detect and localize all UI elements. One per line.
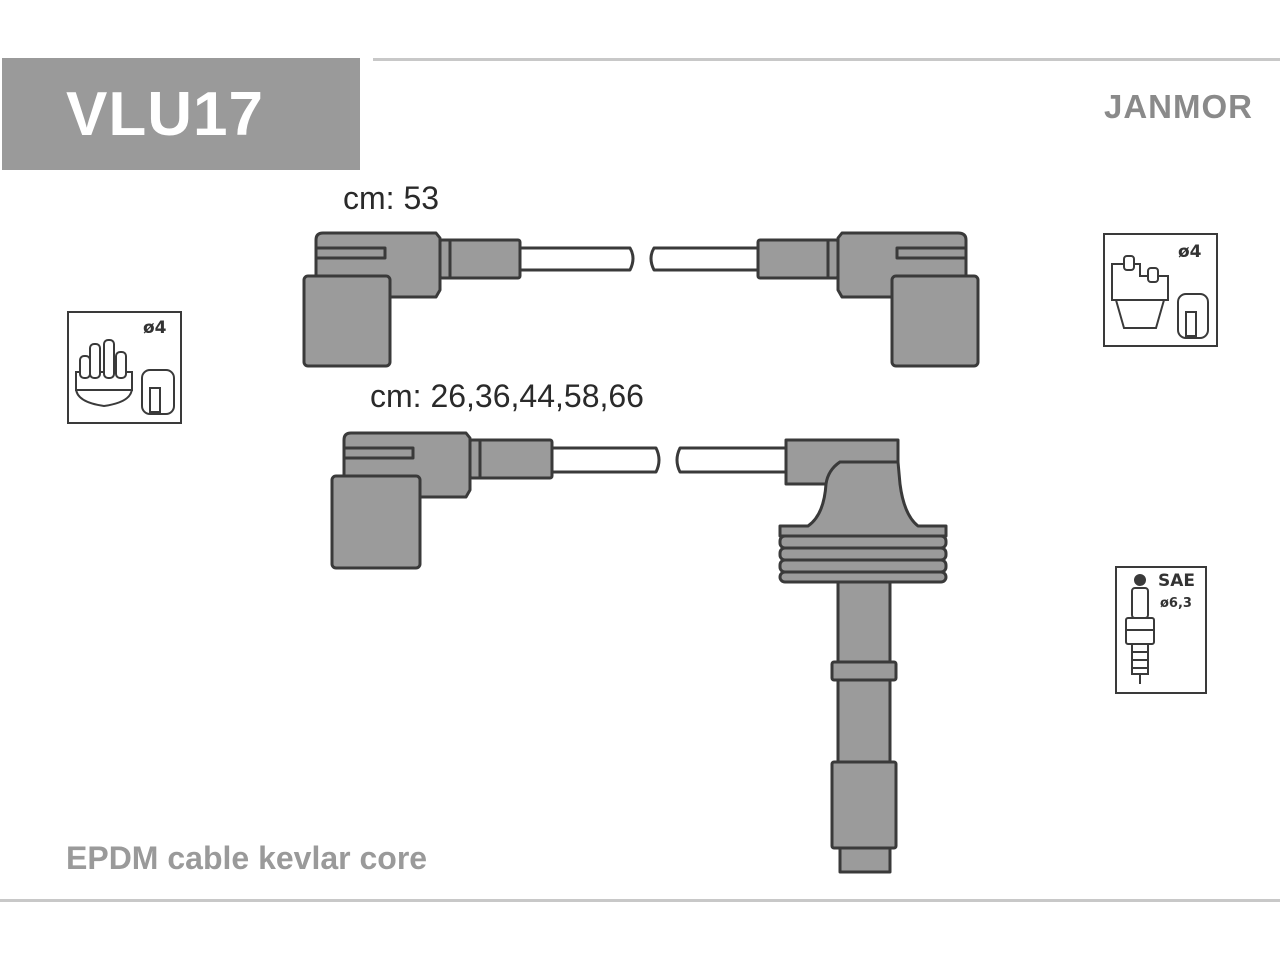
cable-2 [330, 431, 948, 874]
spark-plug-icon: SAE ø6,3 [1115, 566, 1207, 694]
header-divider [373, 58, 1280, 61]
ignition-coil-icon: ø4 [1103, 233, 1218, 347]
spark-plug-diameter: ø6,3 [1160, 596, 1192, 611]
cable-2-wire [550, 446, 788, 474]
distributor-diameter: ø4 [143, 318, 167, 338]
cable-1 [302, 231, 980, 368]
cable-2-left-boot [330, 431, 554, 570]
cable-2-plug-boot [778, 438, 948, 874]
cable-1-left-boot [302, 231, 522, 368]
spark-plug-standard: SAE [1158, 571, 1195, 591]
cable-2-length-label: cm: 26,36,44,58,66 [370, 378, 644, 414]
product-code: VLU17 [66, 79, 264, 149]
coil-diameter: ø4 [1178, 242, 1202, 262]
cable-1-length-label: cm: 53 [343, 180, 440, 216]
brand-name: JANMOR [1103, 88, 1253, 125]
distributor-cap-icon: ø4 [67, 311, 182, 424]
cable-spec-footer: EPDM cable kevlar core [66, 840, 428, 876]
cable-1-right-boot [756, 231, 980, 368]
product-code-box: VLU17 [2, 58, 360, 170]
cable-1-wire [518, 246, 762, 272]
footer-divider [0, 899, 1280, 902]
